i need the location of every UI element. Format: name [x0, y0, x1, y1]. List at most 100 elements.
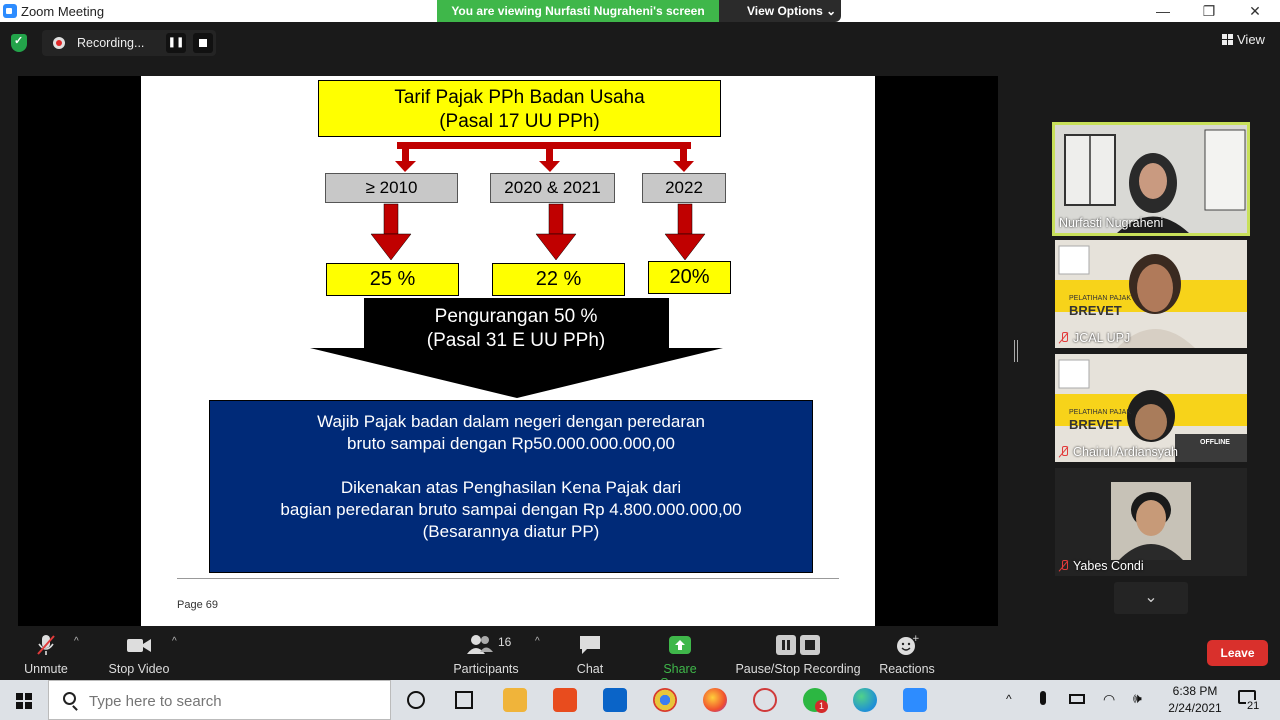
zoom-app-icon [3, 4, 17, 18]
participants-label: Participants [453, 662, 519, 676]
panel-resize-handle[interactable] [1014, 340, 1018, 362]
view-layout-button[interactable]: View [1222, 32, 1265, 47]
taskbar-search[interactable] [48, 680, 391, 720]
view-label: View [1237, 32, 1265, 47]
battery-icon[interactable] [1069, 694, 1085, 704]
slide-footer-rule [177, 578, 839, 579]
participants-button[interactable]: 16 Participants [450, 634, 522, 676]
clock-date: 2/24/2021 [1168, 701, 1222, 715]
file-explorer-icon[interactable] [503, 688, 527, 712]
period-box-2010: ≥ 2010 [325, 173, 458, 203]
condition-box: Wajib Pajak badan dalam negeri dengan pe… [209, 400, 813, 573]
video-feed-4 [1055, 468, 1247, 576]
svg-text:PELATIHAN PAJAK: PELATIHAN PAJAK [1069, 409, 1131, 416]
pause-stop-recording-button[interactable]: Pause/Stop Recording [734, 634, 862, 676]
audio-options-caret[interactable]: ^ [74, 636, 79, 647]
pause-recording-button[interactable]: ❚❚ [166, 33, 186, 53]
video-camera-icon [126, 634, 152, 656]
participant-name-text: Yabes Condi [1073, 559, 1144, 573]
svg-text:PELATIHAN PAJAK: PELATIHAN PAJAK [1069, 295, 1131, 302]
task-view-icon[interactable] [455, 691, 473, 709]
windows-start-icon[interactable] [16, 693, 32, 709]
zoom-taskbar-icon[interactable] [903, 688, 927, 712]
cortana-icon[interactable] [407, 691, 425, 709]
rate-box-20: 20% [648, 261, 731, 294]
rate-box-25: 25 % [326, 263, 459, 296]
leave-meeting-button[interactable]: Leave [1207, 640, 1268, 666]
participant-name: JCAL UPJ [1059, 331, 1130, 345]
video-tile-1[interactable]: Nurfasti Nugraheni [1052, 122, 1250, 236]
bracket-tip-1 [395, 161, 416, 172]
minimize-button[interactable]: — [1156, 3, 1170, 19]
stop-video-label: Stop Video [108, 662, 170, 676]
video-feed-3: PELATIHAN PAJAK BREVET OFFLINE [1055, 354, 1247, 462]
video-feed-1 [1055, 125, 1247, 233]
period-box-2020-2021: 2020 & 2021 [490, 173, 615, 203]
pause-stop-recording-label: Pause/Stop Recording [735, 662, 861, 676]
share-screen-button[interactable]: Share Screen [642, 634, 718, 690]
snipping-tool-icon[interactable] [753, 688, 777, 712]
viewing-screen-banner: You are viewing Nurfasti Nugraheni's scr… [437, 0, 719, 22]
participants-options-caret[interactable]: ^ [535, 636, 540, 647]
taskbar-search-input[interactable] [89, 690, 379, 712]
close-button[interactable]: ✕ [1249, 3, 1261, 19]
reduction-line2: (Pasal 31 E UU PPh) [426, 330, 606, 351]
taskbar-clock[interactable]: 6:38 PM 2/24/2021 [1162, 683, 1228, 717]
muted-microphone-icon [34, 634, 58, 656]
condition-line3: Dikenakan atas Penghasilan Kena Pajak da… [340, 478, 682, 497]
unmute-button[interactable]: Unmute [20, 634, 72, 676]
reduction-text: Pengurangan 50 % (Pasal 31 E UU PPh) [391, 305, 641, 353]
meeting-area: Recording... ❚❚ View Tarif Pajak PPh Bad… [0, 22, 1280, 680]
muted-mic-icon [1059, 332, 1069, 344]
edge-icon[interactable] [853, 688, 877, 712]
red-arrow-head-3 [664, 233, 706, 261]
period-box-2022: 2022 [642, 173, 726, 203]
whatsapp-badge: 1 [815, 700, 828, 713]
bracket-bar [397, 142, 691, 149]
muted-mic-icon [1059, 560, 1069, 572]
reactions-label: Reactions [879, 662, 935, 676]
condition-line2: bruto sampai dengan Rp50.000.000.000,00 [347, 434, 675, 453]
scroll-participants-down-button[interactable]: ⌄ [1114, 582, 1188, 614]
video-options-caret[interactable]: ^ [172, 636, 177, 647]
chat-button[interactable]: Chat [570, 634, 610, 676]
wifi-icon[interactable]: ◠ [1103, 691, 1116, 707]
black-reduction-arrow [310, 298, 723, 398]
windows-taskbar: 1 ^ ◠ 🕪 6:38 PM 2/24/2021 21 [0, 680, 1280, 720]
unmute-label: Unmute [24, 662, 68, 676]
search-icon [63, 692, 76, 705]
slide-title-line2: (Pasal 17 UU PPh) [439, 111, 600, 132]
outlook-icon[interactable] [603, 688, 627, 712]
encryption-shield-icon[interactable] [11, 34, 27, 52]
chrome-icon[interactable] [653, 688, 677, 712]
bracket-stem-1 [402, 149, 409, 161]
smiley-plus-icon: + [895, 634, 920, 656]
video-tile-4[interactable]: Yabes Condi [1055, 468, 1247, 576]
view-options-button[interactable]: View Options ⌄ [719, 0, 841, 22]
video-tile-2[interactable]: PELATIHAN PAJAK BREVET JCAL UPJ [1055, 240, 1247, 348]
stop-recording-button[interactable] [193, 33, 213, 53]
restore-button[interactable]: ❐ [1202, 3, 1216, 19]
pdf-reader-icon[interactable] [553, 688, 577, 712]
clock-time: 6:38 PM [1172, 684, 1218, 698]
recording-indicator: Recording... ❚❚ [42, 30, 216, 56]
volume-icon[interactable]: 🕪 [1133, 690, 1142, 706]
svg-text:OFFLINE: OFFLINE [1200, 439, 1230, 446]
reactions-button[interactable]: + Reactions [876, 634, 938, 676]
video-tile-3[interactable]: PELATIHAN PAJAK BREVET OFFLINE Chairul A… [1055, 354, 1247, 462]
red-arrow-head-2 [535, 233, 577, 261]
condition-line1: Wajib Pajak badan dalam negeri dengan pe… [317, 412, 705, 431]
slide-connectors [310, 142, 723, 398]
presentation-slide: Tarif Pajak PPh Badan Usaha (Pasal 17 UU… [141, 76, 875, 626]
microphone-tray-icon[interactable] [1040, 691, 1046, 705]
chat-bubble-icon [578, 634, 602, 656]
red-arrow-shaft-3 [677, 203, 693, 235]
stop-video-button[interactable]: Stop Video [106, 634, 172, 676]
video-feed-2: PELATIHAN PAJAK BREVET [1055, 240, 1247, 348]
shared-screen: Tarif Pajak PPh Badan Usaha (Pasal 17 UU… [18, 76, 998, 626]
firefox-icon[interactable] [703, 688, 727, 712]
show-hidden-icons-chevron-icon[interactable]: ^ [1006, 692, 1012, 706]
red-arrow-head-1 [370, 233, 412, 261]
bracket-stem-3 [680, 149, 687, 161]
red-arrow-shaft-1 [383, 203, 399, 235]
